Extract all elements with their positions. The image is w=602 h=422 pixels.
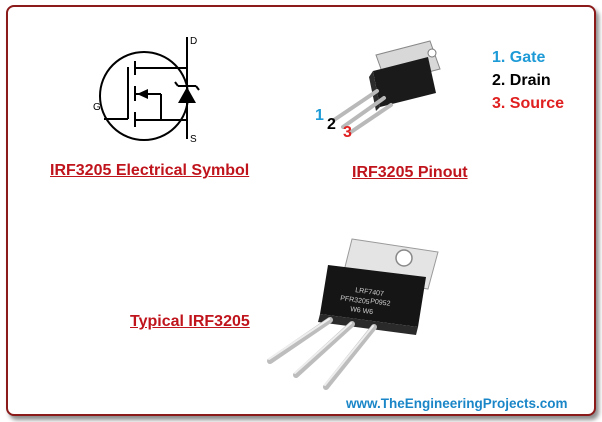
figure-frame: D G S LRF7407 PFR3205 P0952 W6 W6 [6,5,596,416]
channel-arrow [137,89,148,99]
svg-text:LRF7407: LRF7407 [355,287,385,298]
svg-text:W6 W6: W6 W6 [350,306,374,316]
source-label: S [190,134,197,145]
watermark-text: www.TheEngineeringProjects.com [346,396,568,411]
pin-number-2: 2 [327,116,336,133]
svg-text:PFR3205: PFR3205 [340,295,370,306]
caption-typical: Typical IRF3205 [130,313,250,330]
typical-package: LRF7407 PFR3205 P0952 W6 W6 [267,238,439,390]
pin-number-3: 3 [343,124,352,141]
pin-legend: 1. Gate 2. Drain 3. Source [492,46,564,115]
legend-drain: 2. Drain [492,72,551,89]
diode-triangle [178,87,196,103]
pin-number-1: 1 [315,107,324,124]
svg-text:P0952: P0952 [370,298,391,308]
gate-label: G [93,102,101,113]
legend-source: 3. Source [492,95,565,112]
legend-gate: 1. Gate [492,49,546,66]
caption-electrical-symbol: IRF3205 Electrical Symbol [50,162,250,179]
pinout-package [332,40,441,134]
mosfet-symbol: D G S LRF7407 PFR3205 P0952 W6 W6 [93,36,441,390]
caption-pinout: IRF3205 Pinout [352,164,468,181]
drain-label: D [190,36,197,47]
